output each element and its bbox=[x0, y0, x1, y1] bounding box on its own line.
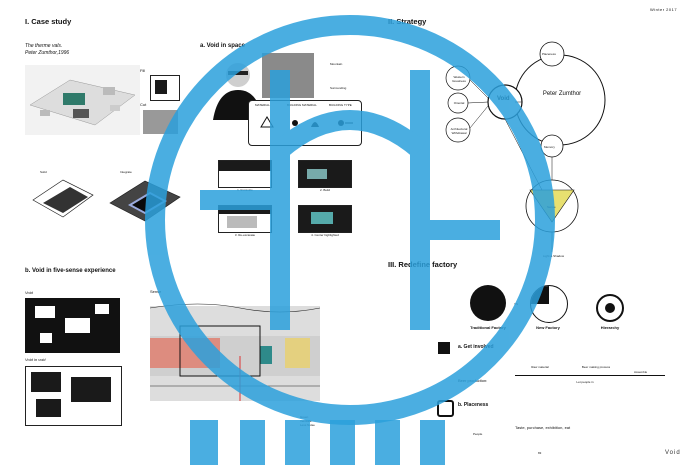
case-title-line1: The therme vals. bbox=[25, 43, 63, 49]
case-title-line2: Peter Zumthor,1996 bbox=[25, 50, 70, 56]
case-study-heading: I. Case study bbox=[25, 17, 72, 26]
landscape-photo bbox=[262, 53, 314, 98]
step-label: 1. Excavate bbox=[237, 188, 253, 192]
step-label: 4. Center highlighted bbox=[311, 233, 339, 237]
placeness-heading: b. Placeness bbox=[458, 402, 489, 408]
traditional-factory-icon bbox=[470, 285, 506, 321]
cut-label: Cut bbox=[140, 102, 147, 107]
taste-label: Taste, purchase, exhibition, eat bbox=[515, 425, 571, 430]
beer-production-label: Beer production: bbox=[458, 378, 488, 383]
cut-diagram bbox=[143, 110, 178, 134]
vs-label: VS bbox=[514, 302, 519, 306]
strategy-placeness: Placeness bbox=[542, 52, 556, 56]
material-panel: MATERIAL BUILDING MATERIAL BUILDING TYPE bbox=[248, 100, 362, 146]
fill-diagram bbox=[150, 75, 180, 101]
strategy-heading: II. Strategy bbox=[388, 17, 427, 26]
integrate-label: Integrate bbox=[120, 170, 132, 174]
footer-void: Void bbox=[665, 450, 681, 456]
strategy-center-void: Void bbox=[497, 96, 510, 102]
people-label: People bbox=[473, 432, 483, 436]
get-involved-icon bbox=[438, 342, 450, 354]
get-involved-heading: a. Get involved bbox=[458, 344, 494, 350]
case-title: The therme vals. Peter Zumthor,1996 bbox=[25, 43, 69, 57]
new-factory-icon bbox=[530, 285, 568, 323]
building-type-label: BUILDING TYPE bbox=[329, 103, 352, 107]
five-sense-heading: b. Void in five-sense experience bbox=[25, 268, 116, 274]
surrounding-label: Surrounding bbox=[330, 86, 347, 90]
void-in-space-heading: a. Void in space bbox=[200, 43, 245, 49]
placeness-icon bbox=[437, 400, 454, 417]
strategy-bottom-note: Light & Shadow bbox=[543, 254, 565, 258]
solid-diagram bbox=[32, 179, 94, 218]
step-reexcavate: 3. Re-excavate bbox=[218, 205, 272, 240]
mountain-label: Mountain bbox=[330, 62, 343, 66]
strategy-node-oriental: Oriental bbox=[453, 101, 465, 105]
void-in-void-label: Void in void bbox=[25, 357, 46, 362]
hierarchy-icon bbox=[596, 294, 624, 322]
redefine-heading: III. Redefine factory bbox=[388, 260, 458, 269]
strategy-node-western: Western Greatness bbox=[452, 75, 466, 83]
raw-material-label: Raw material bbox=[531, 365, 549, 369]
integrate-diagram bbox=[109, 180, 181, 222]
sense-section-diagram bbox=[149, 303, 321, 401]
material-icons bbox=[260, 116, 353, 128]
void-in-void-plan bbox=[25, 366, 122, 426]
sense-label: Sense bbox=[150, 289, 162, 294]
date-label: Winter 2017 bbox=[650, 7, 678, 12]
strategy-memory: Memory bbox=[544, 145, 555, 149]
strategy-sense: Sense bbox=[547, 205, 556, 209]
legend: Green Ventilate Less Noise bbox=[300, 415, 315, 427]
solid-label: Solid bbox=[40, 170, 47, 174]
step-label: 2. Build bbox=[319, 188, 330, 192]
void-plan bbox=[25, 298, 120, 353]
step-excavate: 1. Excavate bbox=[218, 160, 272, 195]
traditional-factory-label: Traditional Factory bbox=[470, 325, 506, 330]
void-label: Void bbox=[25, 290, 33, 295]
beer-making-label: Beer making process bbox=[581, 365, 611, 369]
step-center-highlighted: 4. Center highlighted bbox=[298, 205, 352, 240]
strategy-peter-zumthor: Peter Zumthor bbox=[542, 91, 582, 97]
assemble-label: Assemble bbox=[634, 370, 648, 374]
strategy-node-architectural: Architectural Withdrawal bbox=[450, 127, 468, 135]
new-factory-label: New Factory bbox=[536, 325, 560, 330]
building-material-label: BUILDING MATERIAL bbox=[287, 103, 317, 107]
legend-less-noise: Less Noise bbox=[300, 423, 315, 427]
production-line bbox=[515, 375, 665, 376]
step-build: 2. Build bbox=[298, 160, 352, 195]
material-label: MATERIAL bbox=[255, 103, 270, 107]
hierarchy-label: Hierarchy bbox=[600, 325, 620, 330]
page-number: 83 bbox=[538, 451, 542, 455]
site-model-image bbox=[25, 65, 140, 135]
strategy-diagram bbox=[445, 41, 606, 252]
let-people-in-label: Let people in bbox=[576, 380, 594, 384]
step-label: 3. Re-excavate bbox=[234, 233, 256, 237]
fill-label: Fill bbox=[140, 68, 146, 73]
